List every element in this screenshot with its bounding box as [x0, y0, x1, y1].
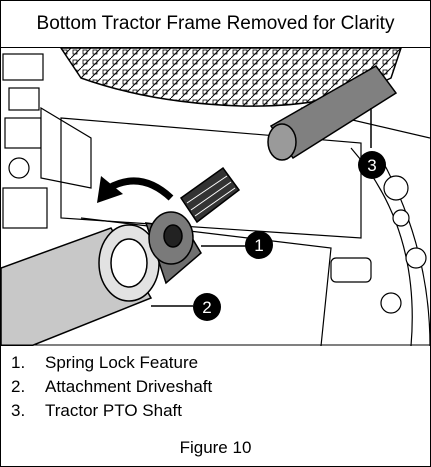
tractor-pto-shaft [267, 65, 398, 161]
legend-number: 3. [11, 401, 26, 420]
left-hardware [2, 53, 92, 229]
legend-number: 1. [11, 353, 26, 372]
callout-leaders [151, 108, 372, 307]
callout-2: 2 [193, 293, 221, 321]
rotation-arrow-icon [97, 176, 174, 203]
callout-2-label: 2 [202, 298, 211, 317]
legend-label: Tractor PTO Shaft [45, 401, 182, 420]
figure-banner: Bottom Tractor Frame Removed for Clarity [1, 1, 430, 48]
legend-number: 2. [11, 377, 26, 396]
callout-3: 3 [358, 151, 386, 179]
figure-caption: Figure 10 [179, 438, 252, 457]
legend-item: 3. Tractor PTO Shaft [11, 399, 212, 423]
parts-legend: 1. Spring Lock Feature 2. Attachment Dri… [11, 351, 212, 423]
callout-3-label: 3 [367, 156, 376, 175]
right-hardware [330, 175, 427, 314]
attachment-driveshaft [1, 166, 241, 346]
callout-1-label: 1 [254, 236, 263, 255]
legend-label: Spring Lock Feature [45, 353, 199, 372]
legend-label: Attachment Driveshaft [45, 377, 213, 396]
legend-item: 2. Attachment Driveshaft [11, 375, 212, 399]
driveshaft-illustration: 1 2 3 [1, 48, 430, 346]
legend-item: 1. Spring Lock Feature [11, 351, 212, 375]
callout-1: 1 [245, 231, 273, 259]
